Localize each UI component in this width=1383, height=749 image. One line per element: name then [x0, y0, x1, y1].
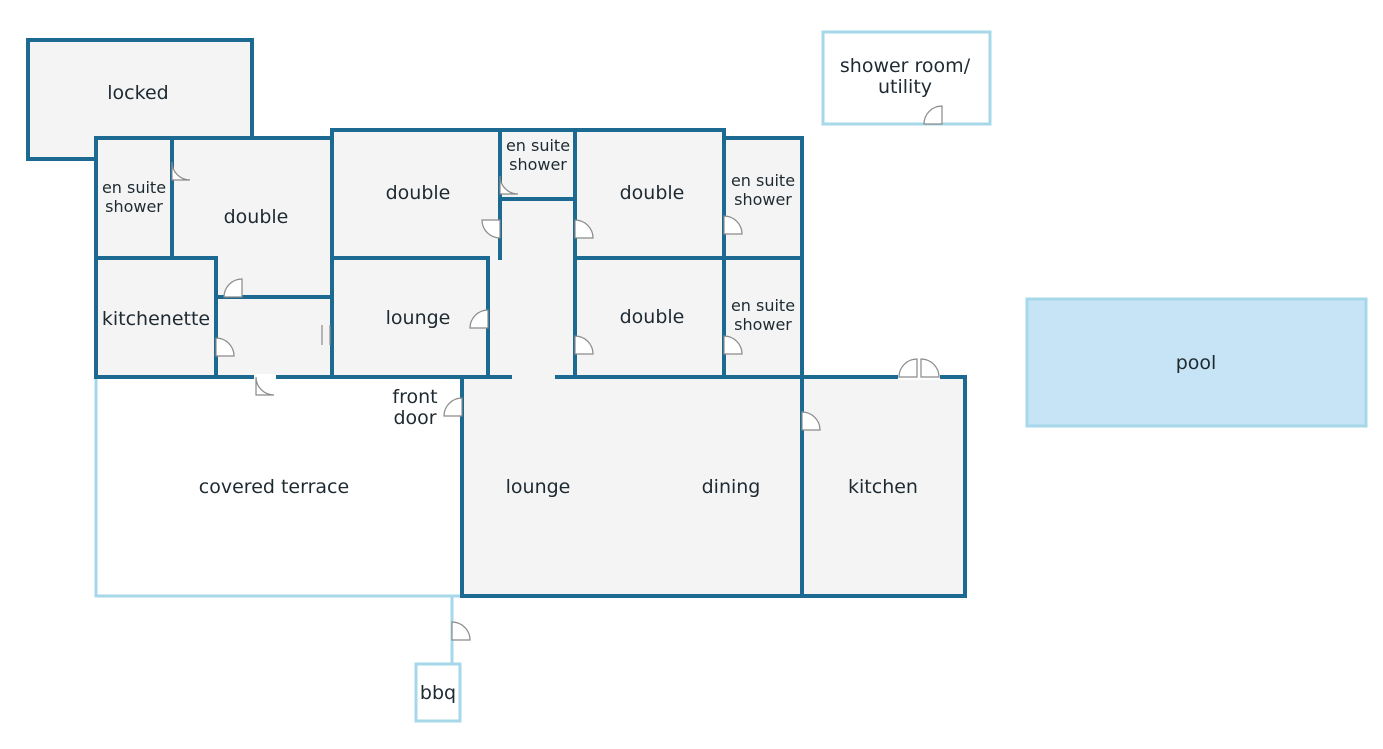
door-center-double [481, 219, 501, 239]
door-right-double-top [574, 219, 594, 239]
label-ensuite-right-bottom-2: shower [734, 315, 792, 334]
living-fill [462, 377, 965, 596]
label-double-left: double [224, 206, 289, 228]
label-double-center: double [386, 182, 451, 204]
label-shower-utility-1: shower room/ [840, 55, 971, 77]
label-lounge-small: lounge [386, 307, 451, 329]
label-kitchen: kitchen [848, 476, 918, 498]
door-kitchen-right-leaf [920, 358, 940, 378]
label-ensuite-center-1: en suite [506, 136, 570, 155]
label-locked: locked [107, 82, 168, 104]
label-double-right-bottom: double [620, 306, 685, 328]
pool-shape [1025, 297, 1368, 428]
door-terrace [255, 376, 275, 396]
living-outer-wall [460, 375, 967, 598]
left-outer-wall [94, 136, 334, 379]
right-ensuite-wall [722, 136, 804, 598]
shower-utility-outline [821, 30, 992, 126]
label-ensuite-right-bottom-1: en suite [731, 296, 795, 315]
door-kitchenette [215, 337, 235, 357]
label-ensuite-center-2: shower [509, 155, 567, 174]
label-front-door-2: door [393, 407, 436, 429]
label-dining: dining [702, 476, 761, 498]
label-bbq: bbq [420, 682, 456, 704]
door-shower-utility [923, 105, 943, 125]
center-top-fill [332, 130, 724, 140]
door-bbq [451, 621, 471, 641]
center-top-wall [330, 128, 726, 379]
covered-terrace-outline [94, 377, 462, 598]
label-ensuite-right-top-1: en suite [731, 171, 795, 190]
label-pool: pool [1176, 352, 1217, 374]
outdoor-outlines [94, 30, 1368, 723]
door-hall-top [223, 278, 243, 298]
door-left-ensuite [171, 161, 191, 181]
label-covered-terrace: covered terrace [199, 476, 349, 498]
door-lounge-small [469, 309, 489, 329]
label-kitchenette: kitchenette [102, 308, 210, 330]
door-front [443, 397, 463, 417]
label-lounge-large: lounge [506, 476, 571, 498]
door-center-ensuite [499, 175, 519, 195]
walls [26, 38, 967, 598]
room-labels: locked shower room/ utility en suite sho… [102, 55, 1216, 704]
door-kitchen-dining [801, 411, 821, 431]
door-right-ensuite-top [723, 215, 743, 235]
doors [171, 105, 943, 641]
label-front-door-1: front [392, 386, 437, 408]
label-ensuite-left-1: en suite [102, 178, 166, 197]
locked-wall [26, 38, 254, 161]
bbq-outline [414, 662, 462, 723]
door-right-double-bottom [574, 335, 594, 355]
label-double-right-top: double [620, 182, 685, 204]
door-kitchen-left-leaf [898, 358, 918, 378]
door-right-ensuite-bottom [723, 335, 743, 355]
label-ensuite-left-2: shower [105, 197, 163, 216]
label-shower-utility-2: utility [878, 76, 932, 98]
label-ensuite-right-top-2: shower [734, 190, 792, 209]
